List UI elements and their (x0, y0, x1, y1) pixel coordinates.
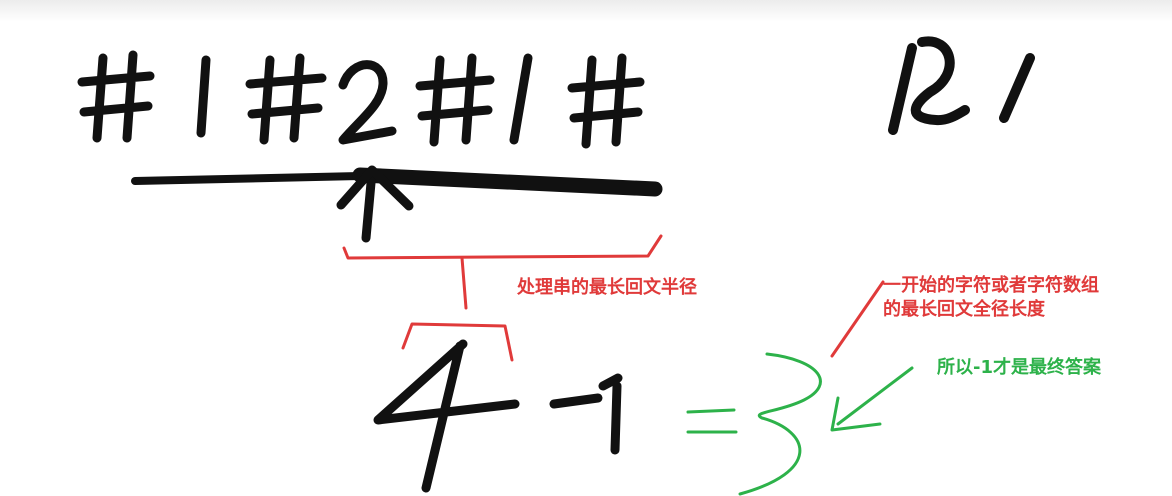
top-edge-shadow (0, 0, 1172, 22)
digit-one-2 (509, 53, 533, 145)
annotation-line-2: 的最长回文全径长度 (883, 299, 1045, 320)
hash-glyph-3 (415, 53, 495, 147)
annotation-processed-radius: 处理串的最长回文半径 (517, 277, 697, 298)
annotation-original-full-length: 一开始的字符或者字符数组 的最长回文全径长度 (883, 274, 1099, 322)
underline-thick (352, 167, 663, 197)
equation-handwriting (373, 339, 623, 493)
underline-thin (131, 172, 364, 185)
bracket-connector (460, 256, 468, 310)
digit-three (738, 352, 822, 496)
arrow-shaft (361, 167, 377, 243)
hash-glyph-4 (567, 53, 645, 149)
red-brackets (342, 234, 885, 362)
annotation-final-answer: 所以-1才是最终答案 (937, 357, 1101, 378)
equals-sign (686, 408, 738, 434)
digit-one-3 (598, 373, 623, 455)
original-string-121 (888, 36, 1035, 135)
digit-four (373, 339, 520, 493)
bracket-radius (342, 234, 663, 260)
digit-two (338, 60, 397, 145)
digit-one-1 (196, 55, 211, 138)
arrow-head (336, 165, 414, 211)
processed-string-handwriting (77, 50, 645, 149)
minus-sign (549, 393, 603, 409)
green-arrow (830, 366, 914, 432)
hash-glyph-1 (77, 50, 155, 143)
bracket-top-4 (401, 322, 514, 362)
pointer-full-length (830, 280, 885, 358)
annotation-line-1: 一开始的字符或者字符数组 (883, 275, 1099, 296)
green-result (686, 352, 914, 496)
hash-glyph-2 (245, 53, 327, 145)
underline-and-arrow (131, 165, 663, 243)
